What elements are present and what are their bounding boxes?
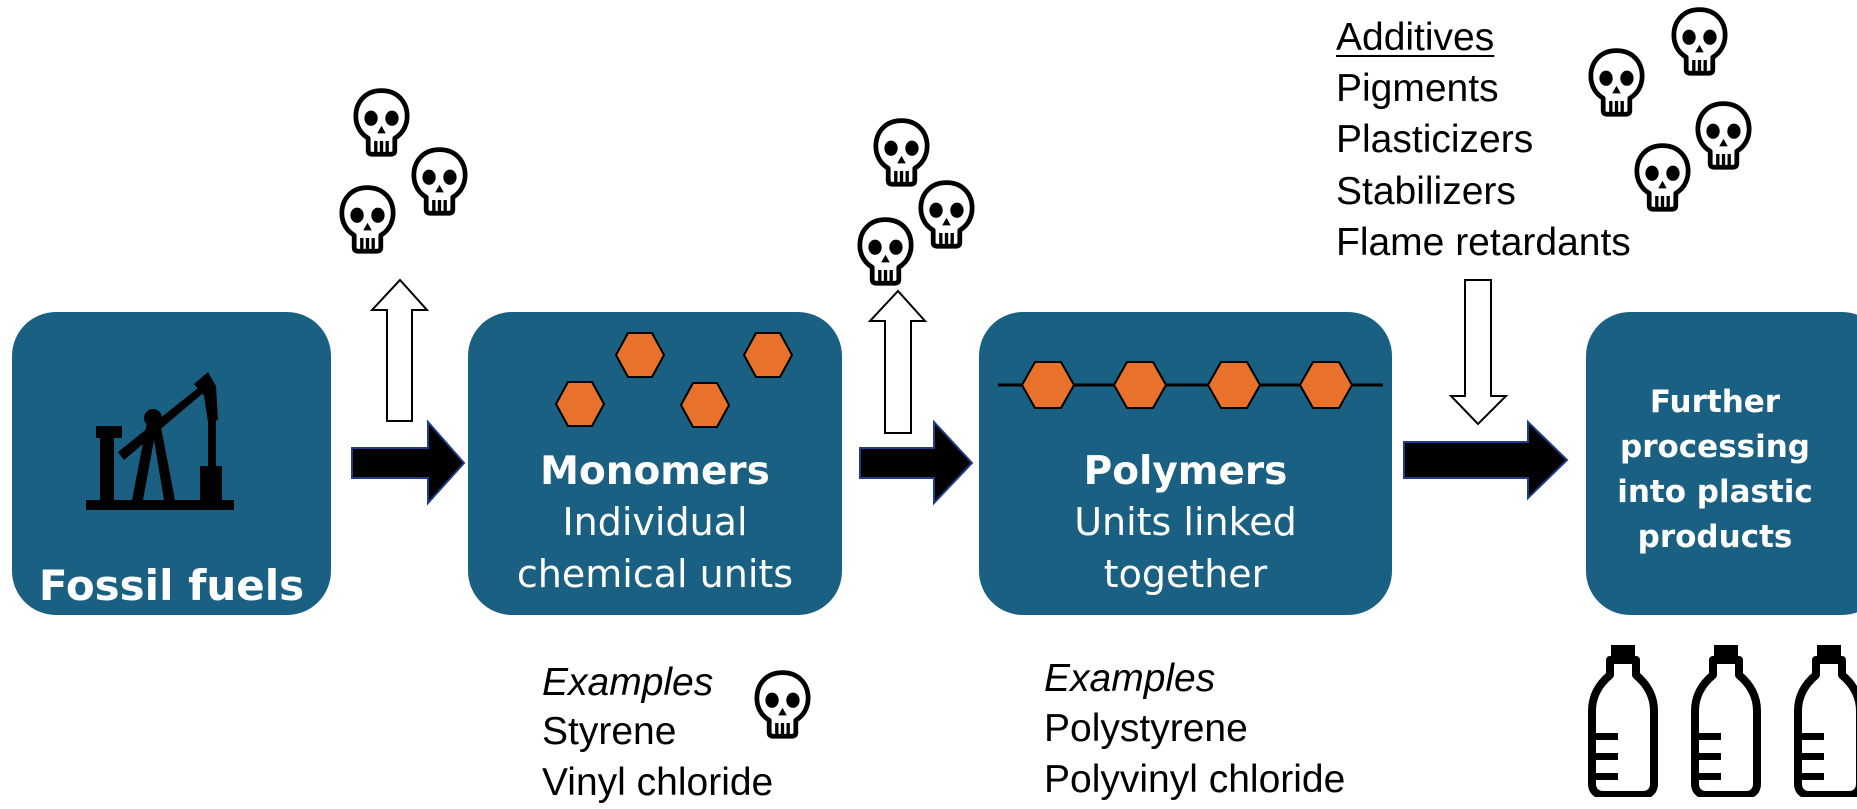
skull-icon bbox=[757, 673, 808, 737]
skull-icon bbox=[356, 91, 407, 155]
polymer-hexagon bbox=[1298, 361, 1354, 409]
monomers-desc-line1: Individual bbox=[562, 500, 748, 544]
additive-item: Pigments bbox=[1336, 67, 1499, 110]
fossil-fuels-label: Fossil fuels bbox=[38, 561, 305, 610]
skull-icon bbox=[1698, 104, 1749, 168]
monomers-box: Monomers Individual chemical units bbox=[468, 312, 842, 615]
monomer-examples-heading: Examples bbox=[542, 661, 714, 704]
polymer-hexagon bbox=[1112, 361, 1168, 409]
monomer-hexagon bbox=[554, 381, 606, 427]
polymers-desc-line2: together bbox=[1103, 552, 1268, 596]
bottle-icon bbox=[1695, 645, 1757, 795]
polymer-chain bbox=[998, 361, 1383, 409]
skull-icon bbox=[876, 121, 927, 185]
additives-heading: Additives bbox=[1336, 16, 1495, 59]
monomer-example-item: Styrene bbox=[542, 710, 677, 753]
monomer-hexagons bbox=[554, 332, 794, 428]
additive-item: Stabilizers bbox=[1336, 170, 1516, 213]
polymer-example-item: Polyvinyl chloride bbox=[1044, 758, 1346, 801]
oil-pump-icon bbox=[86, 372, 234, 510]
processing-line2: processing bbox=[1620, 429, 1810, 465]
monomers-desc-line2: chemical units bbox=[516, 552, 794, 596]
monomer-hexagon bbox=[679, 382, 731, 428]
polymer-hexagon bbox=[1020, 361, 1076, 409]
monomer-hexagon bbox=[742, 332, 794, 378]
polymer-hexagon bbox=[1206, 361, 1262, 409]
arrow-down-icon bbox=[1448, 279, 1509, 426]
polymer-examples-heading: Examples bbox=[1044, 657, 1216, 700]
skull-icon bbox=[1674, 10, 1725, 74]
bottle-icon bbox=[1592, 645, 1654, 795]
processing-line3: into plastic bbox=[1617, 474, 1813, 510]
processing-box: Further processing into plastic products bbox=[1586, 312, 1857, 615]
arrow-up-icon bbox=[369, 278, 430, 422]
skull-icon bbox=[342, 188, 393, 252]
arrow-right-icon bbox=[1403, 419, 1569, 501]
skull-icon bbox=[860, 220, 911, 284]
monomer-example-item: Vinyl chloride bbox=[542, 761, 774, 804]
skull-icon bbox=[414, 150, 465, 214]
arrow-up-icon bbox=[867, 289, 928, 434]
additive-item: Plasticizers bbox=[1336, 118, 1534, 161]
arrow-right-icon bbox=[859, 419, 974, 506]
monomer-hexagon bbox=[614, 332, 666, 378]
polymers-desc-line1: Units linked bbox=[1074, 500, 1297, 544]
skull-icon bbox=[921, 183, 972, 247]
monomers-title: Monomers bbox=[540, 449, 770, 494]
arrow-right-icon bbox=[351, 419, 466, 506]
processing-line4: products bbox=[1637, 519, 1793, 555]
additive-item: Flame retardants bbox=[1336, 221, 1631, 264]
emission-arrows bbox=[369, 278, 928, 434]
processing-line1: Further bbox=[1649, 384, 1781, 420]
polymers-title: Polymers bbox=[1083, 449, 1288, 494]
fossil-fuels-box: Fossil fuels bbox=[12, 312, 331, 615]
plastic-bottles bbox=[1592, 645, 1857, 795]
skull-icon bbox=[1591, 51, 1642, 115]
skull-icon bbox=[1637, 146, 1688, 210]
process-arrows bbox=[351, 419, 1569, 506]
polymer-example-item: Polystyrene bbox=[1044, 707, 1248, 750]
bottle-icon bbox=[1798, 645, 1857, 795]
